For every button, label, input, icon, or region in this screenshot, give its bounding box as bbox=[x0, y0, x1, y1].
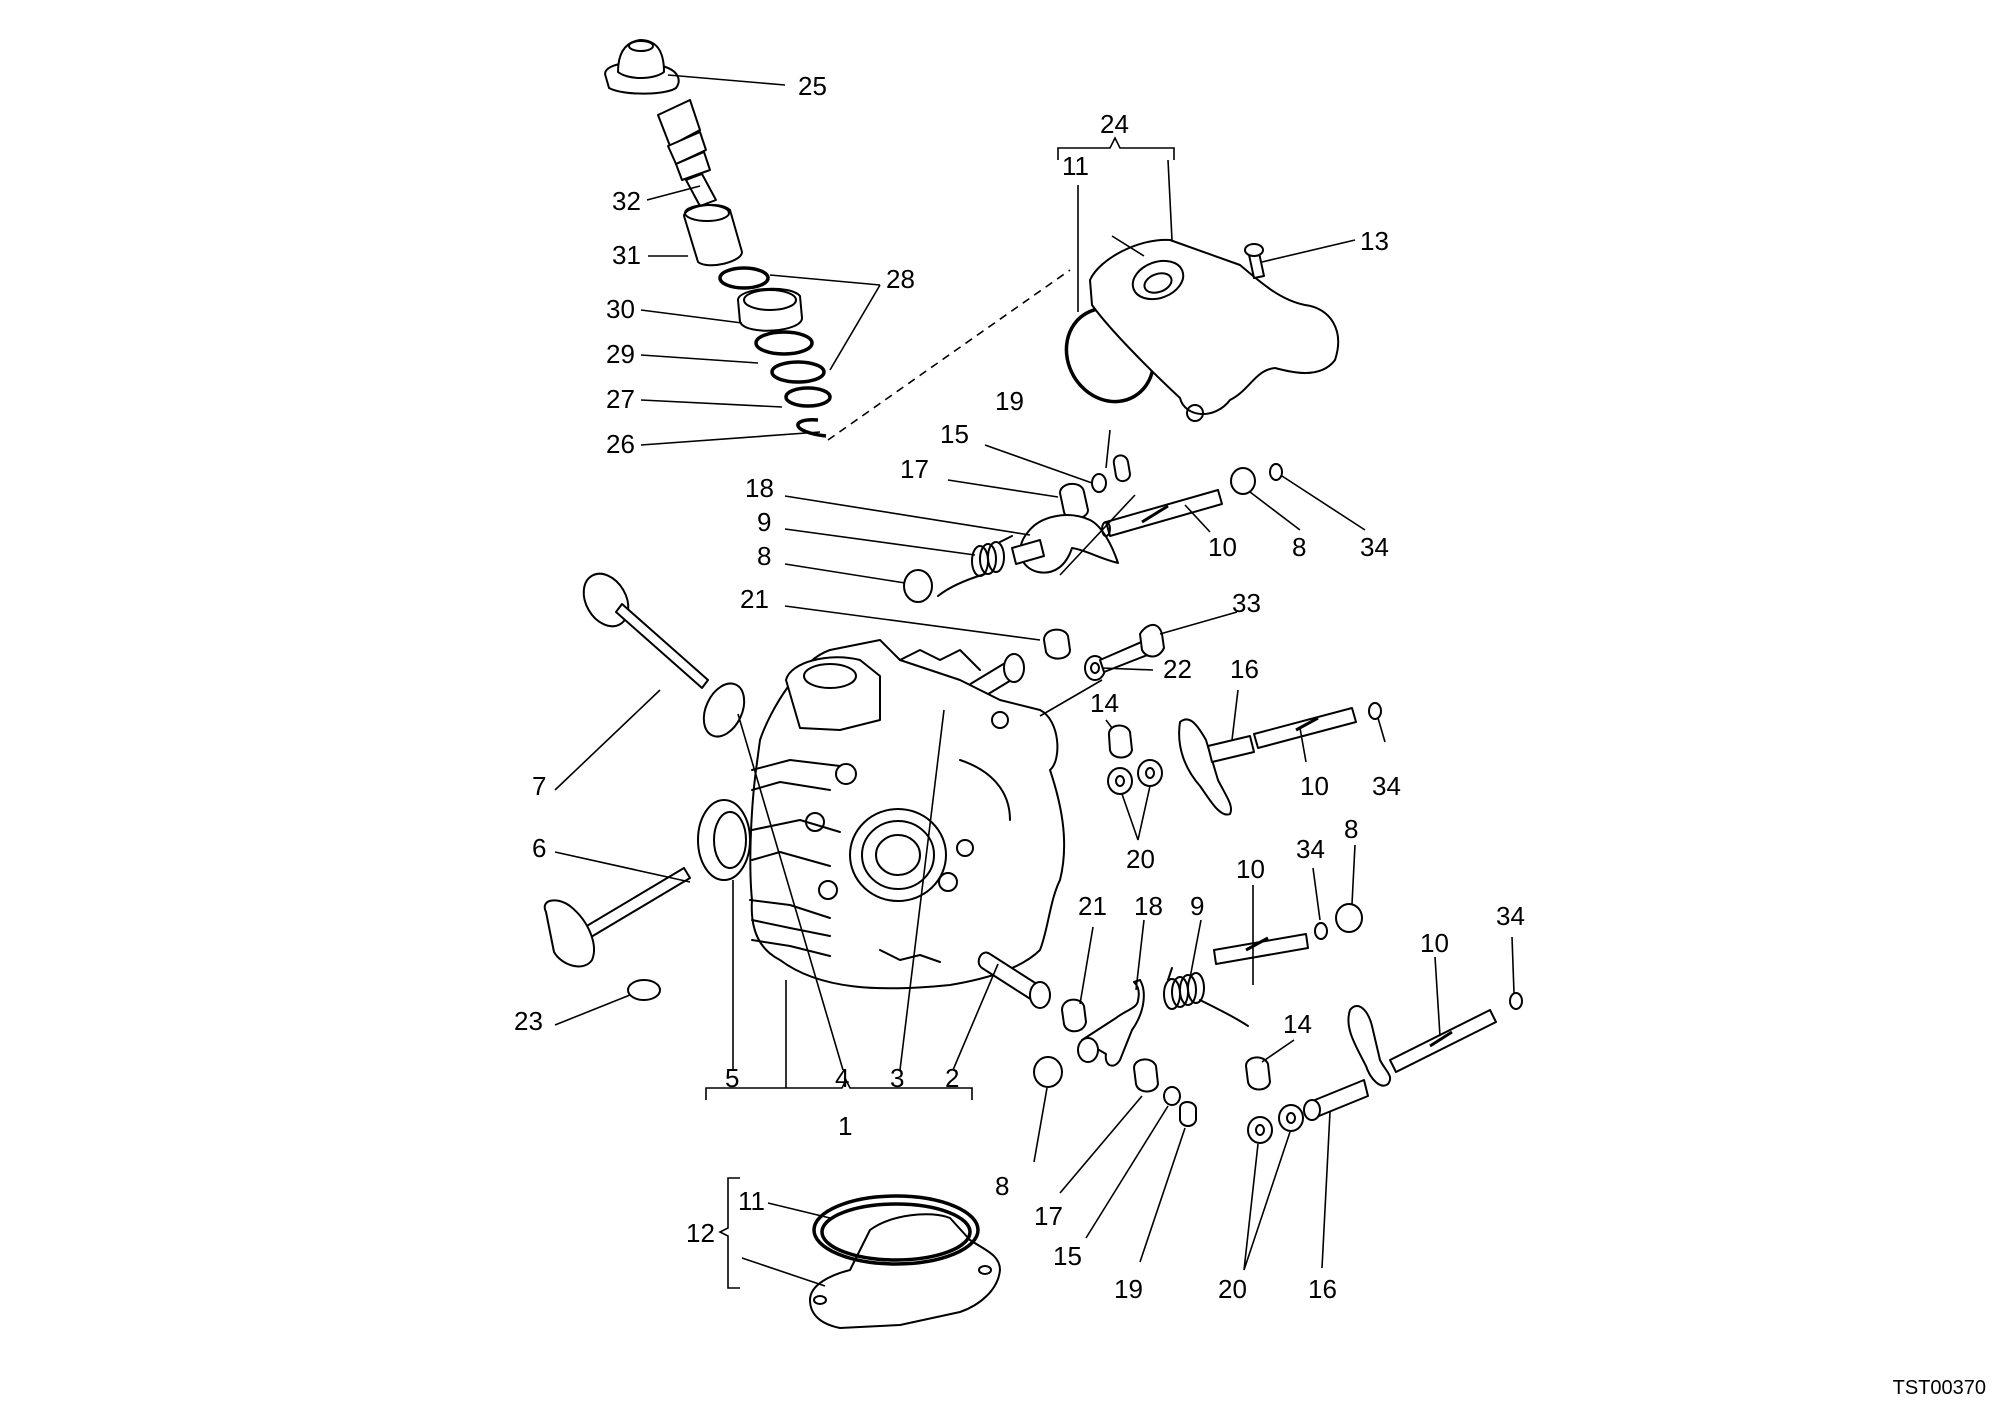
upper-small-parts bbox=[1059, 454, 1131, 520]
intake-flange-part-12 bbox=[809, 1194, 1001, 1329]
cam-lever-part-16a bbox=[1178, 718, 1255, 816]
leader-lines bbox=[554, 74, 1515, 1289]
clip-part-34c bbox=[1314, 922, 1328, 940]
upper-guide-parts bbox=[940, 624, 1165, 718]
callout-13: 13 bbox=[1360, 226, 1389, 256]
callout-20-lower: 20 bbox=[1218, 1274, 1247, 1304]
washer-part-8c bbox=[1033, 1056, 1063, 1088]
shim-part-23 bbox=[627, 979, 661, 1001]
callout-23: 23 bbox=[514, 1006, 543, 1036]
callout-8-upper-left: 8 bbox=[757, 541, 771, 571]
callout-14-lower: 14 bbox=[1283, 1009, 1312, 1039]
seal-part-21b bbox=[1061, 998, 1087, 1033]
callout-14-upper: 14 bbox=[1090, 688, 1119, 718]
document-code: TST00370 bbox=[1892, 1377, 1986, 1399]
callout-9-upper: 9 bbox=[757, 507, 771, 537]
guide-part-2 bbox=[977, 951, 1051, 1009]
callout-8-upper-right: 8 bbox=[1292, 532, 1306, 562]
callout-17-upper: 17 bbox=[900, 454, 929, 484]
callout-2: 2 bbox=[945, 1063, 959, 1093]
washers-part-20a bbox=[1107, 759, 1163, 795]
spring-part-9 bbox=[937, 535, 1013, 597]
callout-6: 6 bbox=[532, 833, 546, 863]
callout-10-upper: 10 bbox=[1208, 532, 1237, 562]
callout-19-lower: 19 bbox=[1114, 1274, 1143, 1304]
rocker-arm-part-18b bbox=[1077, 979, 1145, 1067]
pin-part-19b bbox=[1179, 1101, 1197, 1127]
valve-part-7 bbox=[582, 572, 709, 689]
callout-28: 28 bbox=[886, 264, 915, 294]
callout-34-mid-right: 34 bbox=[1372, 771, 1401, 801]
shaft-part-10d bbox=[1389, 1009, 1497, 1073]
sensor-part-32 bbox=[657, 99, 717, 207]
callout-21-upper: 21 bbox=[740, 584, 769, 614]
callout-16-lower: 16 bbox=[1308, 1274, 1337, 1304]
washer-part-8d bbox=[1335, 903, 1363, 933]
clip-part-34a bbox=[1269, 463, 1283, 481]
flange-part-24 bbox=[1064, 238, 1340, 422]
callout-10-mid: 10 bbox=[1236, 854, 1265, 884]
callout-16-upper: 16 bbox=[1230, 654, 1259, 684]
callout-labels: 25 24 11 13 32 31 28 30 29 27 26 19 15 1… bbox=[514, 71, 1525, 1304]
callout-18-upper: 18 bbox=[745, 473, 774, 503]
spring-part-9b bbox=[1163, 967, 1249, 1027]
callout-24: 24 bbox=[1100, 109, 1129, 139]
callout-10-mid-right: 10 bbox=[1300, 771, 1329, 801]
callout-11-lower: 11 bbox=[738, 1186, 765, 1216]
callout-19-upper: 19 bbox=[995, 386, 1024, 416]
callout-12: 12 bbox=[686, 1218, 715, 1248]
callout-1: 1 bbox=[838, 1111, 852, 1141]
cam-lever-part-16b bbox=[1303, 1005, 1392, 1121]
cap-part-25 bbox=[604, 39, 680, 95]
callout-10-lower: 10 bbox=[1420, 928, 1449, 958]
callout-7: 7 bbox=[532, 771, 546, 801]
callout-15-lower: 15 bbox=[1053, 1241, 1082, 1271]
callout-3: 3 bbox=[890, 1063, 904, 1093]
callout-11-upper: 11 bbox=[1062, 151, 1089, 181]
callout-34-upper: 34 bbox=[1360, 532, 1389, 562]
bushing-part-17b bbox=[1133, 1058, 1159, 1093]
bolt-part-13 bbox=[1244, 243, 1265, 279]
clip-part-34b bbox=[1368, 702, 1382, 720]
callout-31: 31 bbox=[612, 240, 641, 270]
seal-stack-parts-26-30 bbox=[718, 266, 832, 438]
seal-part-5 bbox=[697, 799, 751, 881]
callout-29: 29 bbox=[606, 339, 635, 369]
callout-18-lower: 18 bbox=[1134, 891, 1163, 921]
union-part-31 bbox=[683, 203, 743, 267]
washers-part-20b bbox=[1247, 1104, 1304, 1144]
callout-15-upper: 15 bbox=[940, 419, 969, 449]
rocker-arm-part-18 bbox=[1011, 514, 1119, 574]
callout-25: 25 bbox=[798, 71, 827, 101]
callout-4: 4 bbox=[835, 1063, 849, 1093]
callout-32: 32 bbox=[612, 186, 641, 216]
callout-9-lower: 9 bbox=[1190, 891, 1204, 921]
callout-5: 5 bbox=[725, 1063, 739, 1093]
bushing-part-14a bbox=[1108, 724, 1133, 759]
washer-part-15b bbox=[1163, 1086, 1181, 1106]
callout-34-lower: 34 bbox=[1496, 901, 1525, 931]
cylinder-head-part-1 bbox=[749, 639, 1066, 990]
shaft-part-10b bbox=[1253, 707, 1357, 749]
callout-8-mid: 8 bbox=[1344, 814, 1358, 844]
callout-34-mid: 34 bbox=[1296, 834, 1325, 864]
seal-part-4 bbox=[702, 682, 746, 738]
callout-30: 30 bbox=[606, 294, 635, 324]
callout-21-lower: 21 bbox=[1078, 891, 1107, 921]
valve-part-6 bbox=[543, 867, 691, 968]
washer-part-8b bbox=[1230, 467, 1256, 495]
bushing-part-14b bbox=[1245, 1056, 1271, 1091]
callout-22: 22 bbox=[1163, 654, 1192, 684]
shaft-part-10c bbox=[1213, 933, 1309, 965]
callout-33: 33 bbox=[1232, 588, 1261, 618]
callout-20-upper: 20 bbox=[1126, 844, 1155, 874]
washer-part-8a bbox=[903, 569, 933, 603]
shaft-part-10a bbox=[1101, 489, 1223, 537]
callout-8-lower: 8 bbox=[995, 1171, 1009, 1201]
callout-26: 26 bbox=[606, 429, 635, 459]
clip-part-34d bbox=[1509, 992, 1523, 1010]
callout-17-lower: 17 bbox=[1034, 1201, 1063, 1231]
callout-27: 27 bbox=[606, 384, 635, 414]
